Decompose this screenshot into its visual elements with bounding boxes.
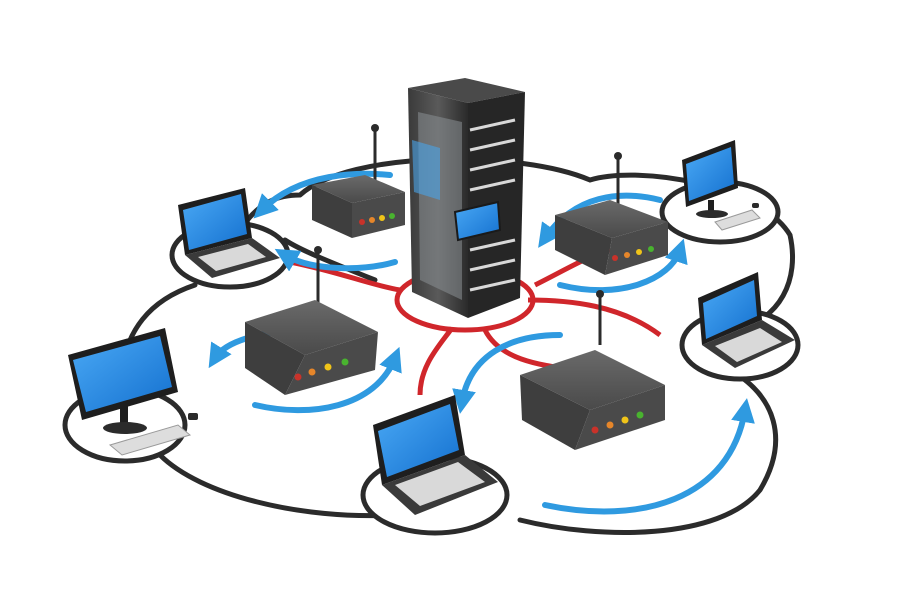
laptop-3: [698, 272, 795, 368]
flow-arrow-7: [452, 332, 563, 414]
desktop-1: [68, 328, 198, 456]
router-1: [312, 124, 405, 238]
flow-arrow-2: [274, 248, 398, 272]
flow-arrow-1: [253, 170, 393, 219]
laptop-2: [373, 395, 498, 515]
server-rack-icon: [408, 78, 525, 318]
router-4: [520, 290, 665, 450]
flow-arrow-6: [252, 346, 402, 414]
desktop-2: [682, 140, 761, 231]
flow-arrows: [208, 170, 755, 515]
router-3: [245, 246, 378, 395]
laptop-1: [178, 188, 280, 278]
router-2: [555, 152, 668, 275]
flow-arrow-8: [542, 398, 755, 515]
flow-arrow-4: [557, 238, 688, 294]
